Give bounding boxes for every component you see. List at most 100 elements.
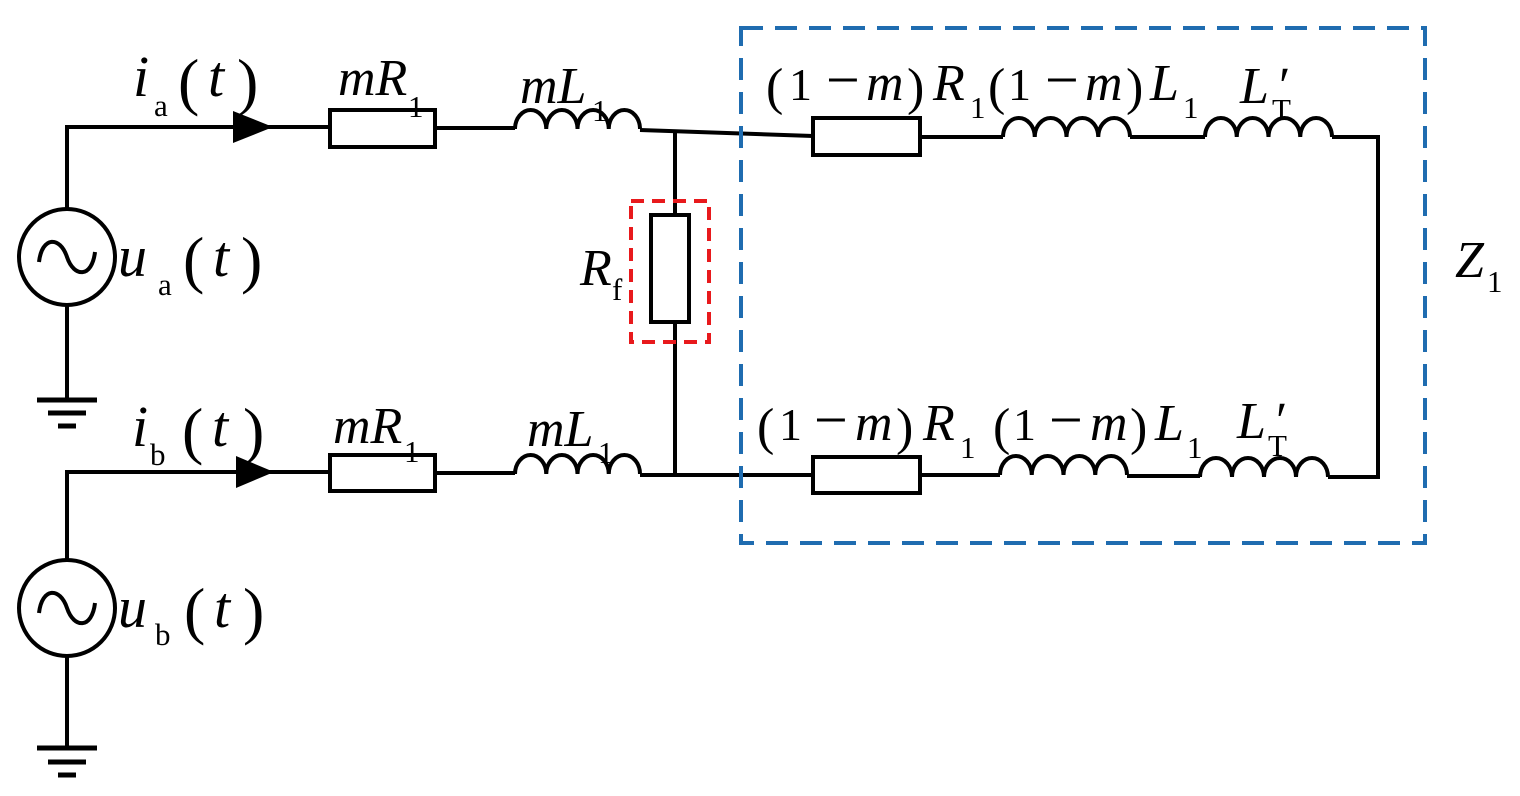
label-symbol: mR: [338, 50, 407, 107]
phase-b-far-inductance-label: ( 1 − m ) L 1: [993, 387, 1203, 465]
line-end-connection-wire: [1328, 135, 1380, 479]
label-number: 1: [1013, 399, 1036, 450]
phase-b-near-inductance-label: mL 1: [527, 401, 614, 470]
fault-highlight-box: [629, 199, 711, 344]
label-open-paren: (: [182, 395, 203, 466]
label-variable: t: [213, 224, 231, 289]
ac-sine-icon: [37, 590, 97, 626]
label-variable: m: [855, 395, 893, 452]
label-symbol: R: [932, 55, 965, 112]
phase-a-far-inductance-label: ( 1 − m ) L 1: [988, 47, 1199, 125]
fault-resistor: [649, 213, 691, 324]
fault-resistance-label: R f: [579, 240, 623, 307]
label-subscript: T: [1268, 428, 1287, 463]
label-symbol: Z: [1455, 232, 1485, 289]
label-open-paren: (: [766, 59, 783, 116]
label-symbol: i: [133, 44, 149, 109]
equivalent-impedance-label: Z 1: [1455, 232, 1503, 299]
phase-a-far-resistance-label: ( 1 − m ) R 1: [766, 47, 986, 125]
label-subscript: 1: [970, 90, 986, 125]
phase-b-branch: [17, 453, 1330, 778]
label-minus: −: [1045, 47, 1079, 113]
label-open-paren: (: [757, 399, 774, 456]
label-open-paren: (: [183, 224, 204, 295]
phase-a-wire: [639, 128, 814, 138]
phase-b-end-inductance-label: L ′ T: [1236, 393, 1291, 463]
label-subscript: 1: [408, 89, 424, 124]
phase-a-end-inductance-label: L ′ T: [1239, 58, 1294, 127]
z1-equivalent-box: [739, 26, 1427, 545]
phase-a-branch: [17, 108, 1380, 479]
phase-a-near-resistance-label: mR 1: [338, 50, 424, 124]
label-number: 1: [789, 59, 812, 110]
label-subscript: T: [1272, 92, 1291, 127]
label-prime: ′: [1279, 58, 1290, 115]
label-subscript: a: [154, 88, 168, 123]
label-variable: t: [214, 575, 232, 640]
label-close-paren: ): [907, 59, 924, 116]
phase-b-far-inductor: [998, 454, 1129, 476]
label-symbol: i: [132, 394, 148, 459]
label-number: 1: [779, 399, 802, 450]
label-symbol: R: [922, 395, 955, 452]
phase-b-near-resistance-label: mR 1: [333, 398, 420, 469]
label-minus: −: [814, 387, 848, 453]
label-minus: −: [826, 47, 860, 113]
phase-a-source-label: u a ( t ): [118, 224, 262, 302]
label-symbol: mL: [527, 401, 593, 458]
phase-b-current-arrow-icon: [236, 456, 274, 488]
ac-sine-icon: [37, 239, 97, 275]
label-prime: ′: [1276, 393, 1287, 450]
label-variable: t: [208, 44, 226, 109]
label-subscript: 1: [1187, 430, 1203, 465]
label-open-paren: (: [988, 59, 1005, 116]
label-symbol: L: [1239, 58, 1269, 115]
phase-b-near-inductor: [513, 453, 642, 475]
phase-b-far-resistance-label: ( 1 − m ) R 1: [757, 387, 976, 465]
label-close-paren: ): [896, 399, 913, 456]
label-subscript: b: [155, 617, 171, 652]
label-symbol: R: [579, 240, 612, 297]
label-symbol: L: [1236, 393, 1266, 450]
label-variable: m: [866, 55, 904, 112]
label-close-paren: ): [237, 46, 258, 117]
label-close-paren: ): [243, 395, 264, 466]
label-symbol: L: [1154, 395, 1184, 452]
label-subscript: 1: [598, 435, 614, 470]
label-open-paren: (: [184, 575, 205, 646]
phase-a-end-inductor: [1203, 116, 1334, 138]
label-subscript: a: [158, 267, 172, 302]
label-open-paren: (: [993, 399, 1010, 456]
phase-a-near-inductor: [513, 108, 642, 130]
label-close-paren: ): [1126, 59, 1143, 116]
phase-b-end-inductor: [1198, 456, 1330, 478]
label-subscript: f: [612, 272, 623, 307]
label-subscript: b: [150, 437, 166, 472]
label-variable: m: [1090, 395, 1128, 452]
label-close-paren: ): [1130, 399, 1147, 456]
label-variable: t: [212, 394, 230, 459]
label-symbol: L: [1149, 55, 1179, 112]
label-symbol: u: [118, 575, 147, 640]
labels: i a ( t ) u a ( t ) mR 1 mL 1 ( 1 −: [118, 44, 1503, 652]
label-subscript: 1: [1183, 90, 1199, 125]
phase-a-current-arrow-icon: [233, 111, 273, 143]
phase-b-source-label: u b ( t ): [118, 575, 264, 652]
label-minus: −: [1049, 387, 1083, 453]
label-variable: m: [1085, 55, 1123, 112]
label-symbol: mR: [333, 398, 402, 455]
label-close-paren: ): [241, 224, 262, 295]
phase-a-far-inductor: [1001, 116, 1132, 138]
phase-a-near-inductance-label: mL 1: [520, 58, 608, 128]
label-close-paren: ): [243, 575, 264, 646]
label-open-paren: (: [178, 46, 199, 117]
phase-a-current-label: i a ( t ): [133, 44, 258, 123]
label-number: 1: [1008, 59, 1031, 110]
label-subscript: 1: [592, 93, 608, 128]
label-subscript: 1: [404, 434, 420, 469]
label-subscript: 1: [960, 430, 976, 465]
label-symbol: u: [118, 224, 147, 289]
phase-b-current-label: i b ( t ): [132, 394, 264, 472]
